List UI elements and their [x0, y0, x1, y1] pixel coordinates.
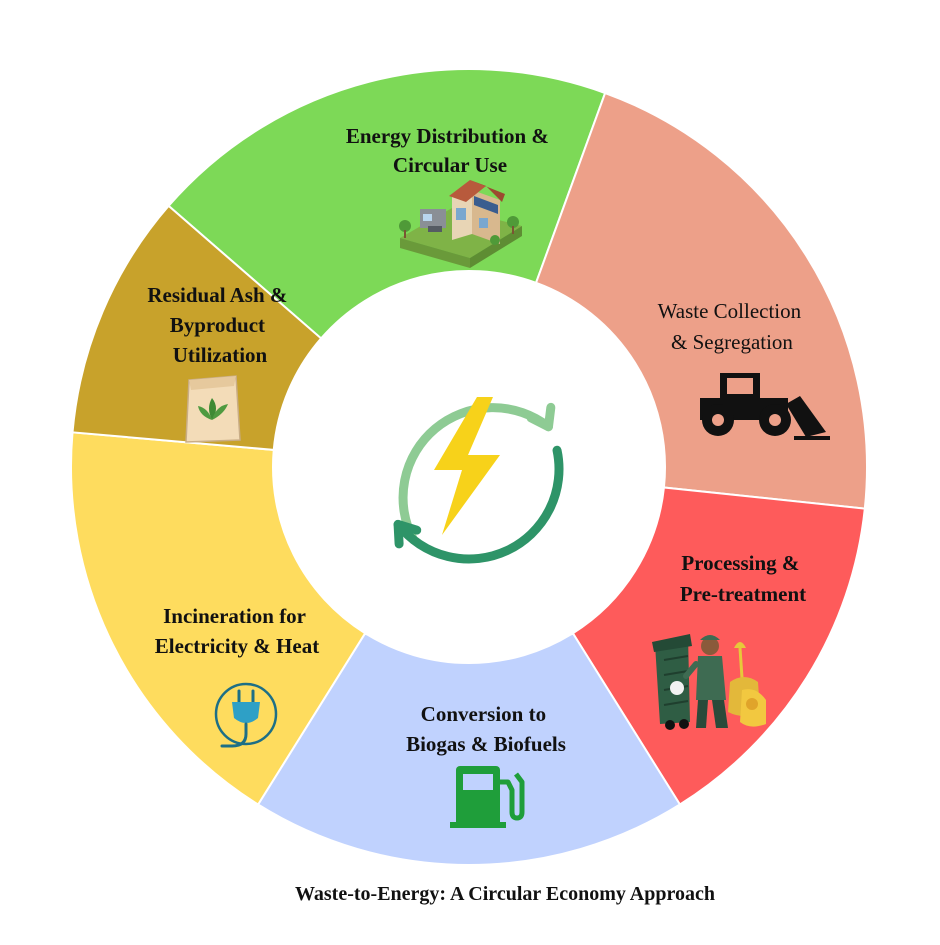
fertilizer-bag-icon — [185, 375, 241, 443]
lightning-cycle-icon — [393, 397, 564, 564]
eco-house-icon — [399, 180, 522, 268]
label-conversion: Conversion to Biogas & Biofuels — [406, 702, 566, 756]
label-residual-ash: Residual Ash & Byproduct Utilization — [147, 283, 292, 367]
label-waste-collection: Waste Collection & Segregation — [658, 299, 807, 354]
electric-plug-icon — [214, 682, 278, 748]
fuel-pump-icon — [450, 766, 525, 828]
label-energy-distribution: Energy Distribution & Circular Use — [346, 124, 554, 177]
waste-worker-icon — [652, 634, 766, 730]
diagram-caption: Waste-to-Energy: A Circular Economy Appr… — [295, 883, 715, 905]
label-incineration: Incineration for Electricity & Heat — [155, 604, 319, 658]
label-processing: Processing & Pre-treatment — [680, 551, 806, 606]
bulldozer-icon — [700, 373, 830, 440]
